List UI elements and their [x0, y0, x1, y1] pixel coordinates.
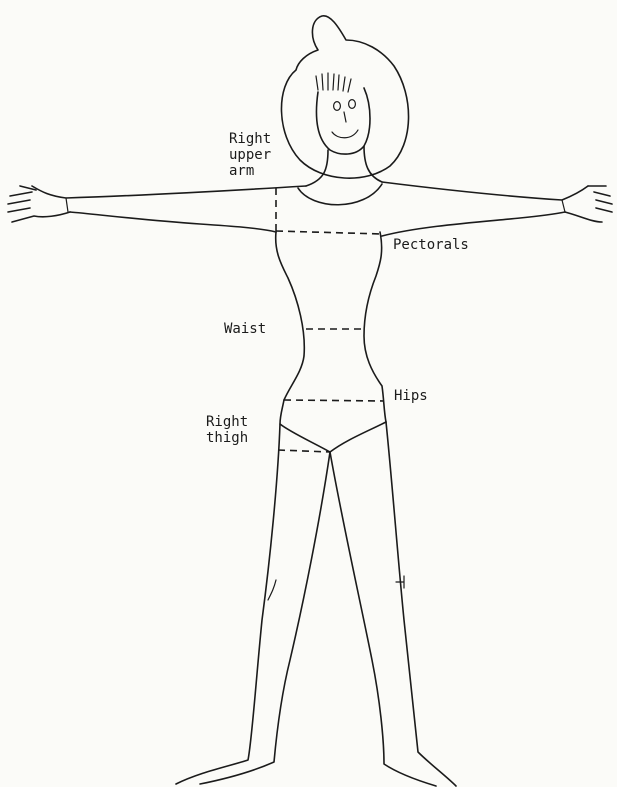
hips-measure-line: [284, 400, 384, 401]
thigh-measure-line: [278, 450, 330, 452]
pectorals-label: Pectorals: [393, 237, 469, 253]
right-leg-outer: [176, 424, 280, 784]
right-hand: [8, 186, 70, 222]
right-arm-upper-edge: [32, 186, 306, 198]
torso-right-side: [364, 232, 386, 422]
right-arm-lower-edge: [70, 212, 276, 232]
mouth: [332, 130, 358, 138]
left-arm-upper-edge: [382, 182, 588, 200]
right-leg-inner: [200, 452, 330, 784]
right-upper-arm-label: Right upper arm: [229, 131, 271, 179]
right-thigh-label: Right thigh: [206, 414, 248, 446]
waist-label: Waist: [224, 321, 266, 337]
hips-label: Hips: [394, 388, 428, 404]
pectorals-measure-line: [276, 231, 382, 234]
left-hand: [565, 186, 612, 222]
collar: [298, 184, 382, 205]
nose: [344, 112, 346, 122]
left-leg-outer: [386, 422, 456, 786]
left-eye: [334, 102, 341, 111]
left-leg-inner: [330, 452, 436, 786]
right-knee-mark: [268, 580, 276, 600]
right-wrist-line: [66, 198, 68, 212]
left-wrist-line: [562, 200, 565, 212]
face: [317, 88, 371, 154]
right-eye: [349, 100, 356, 109]
bangs: [316, 73, 351, 92]
left-arm-lower-edge: [382, 212, 565, 236]
neck: [306, 146, 382, 186]
briefs: [280, 400, 386, 452]
torso-left-side: [276, 232, 305, 400]
